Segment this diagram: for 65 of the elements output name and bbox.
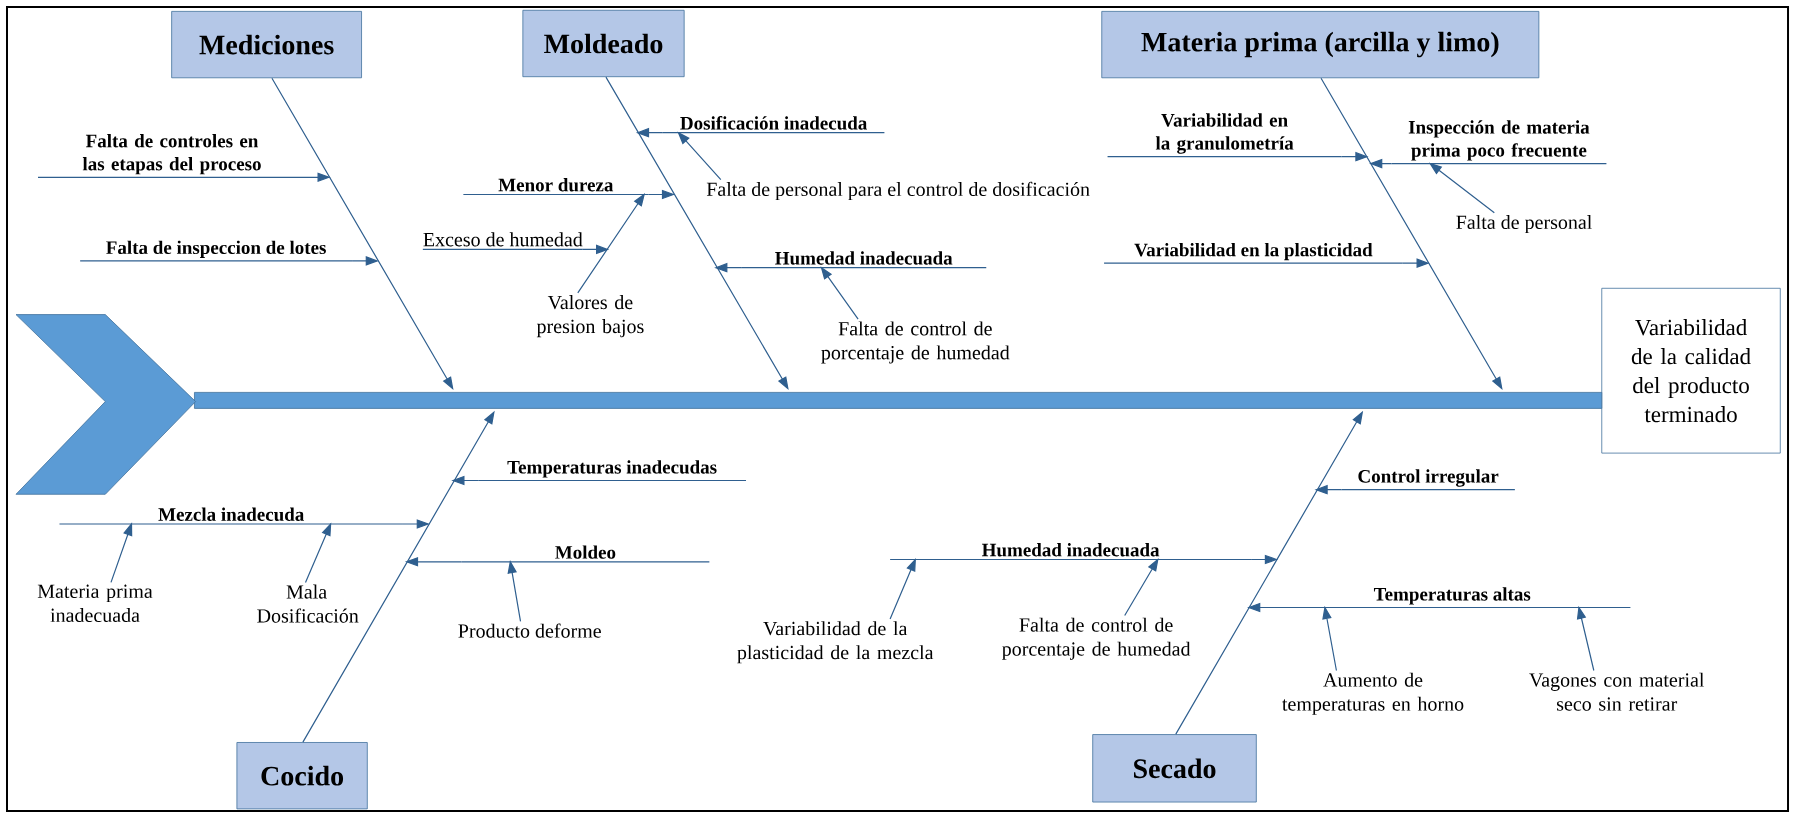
- arrow: [582, 244, 609, 255]
- arrow: [351, 256, 378, 266]
- fish-tail: [15, 314, 196, 495]
- arrow: [406, 556, 463, 567]
- arrow: [402, 519, 429, 529]
- spine-bar: [194, 392, 1603, 409]
- arrow: [304, 523, 332, 583]
- bone-arrow: [271, 77, 454, 390]
- sub-cause-label: Falta de personal para el control de dosificación: [706, 181, 1090, 201]
- category-box: Mediciones: [171, 11, 362, 79]
- arrow: [507, 561, 522, 622]
- bone-arrow: [302, 411, 495, 743]
- cause-label: Moldeo: [460, 545, 710, 563]
- arrow: [305, 172, 330, 183]
- cause-label: Mezcla inadecuda: [58, 507, 404, 525]
- arrow: [1402, 258, 1429, 268]
- arrow: [1341, 152, 1368, 162]
- sub-cause-label: Exceso de humedad: [422, 232, 584, 250]
- arrow: [889, 558, 916, 620]
- sub-cause-label: Aumento de temperaturas en horno: [1282, 672, 1464, 715]
- arrow: [577, 193, 645, 294]
- category-box: Materia prima (arcilla y limo): [1101, 11, 1540, 79]
- sub-cause-label: Vagones con material seco sin retirar: [1529, 672, 1705, 711]
- cause-label: Humedad inadecuada: [740, 251, 987, 269]
- bone-arrow: [605, 76, 789, 390]
- sub-cause-label: Producto deforme: [458, 623, 601, 638]
- arrow: [1250, 554, 1277, 565]
- arrow: [1315, 484, 1342, 495]
- category-box: Secado: [1092, 734, 1257, 803]
- arrow: [1429, 163, 1495, 214]
- arrow: [647, 189, 674, 200]
- sub-cause-label: Falta de control de porcentaje de humedad: [821, 321, 1010, 364]
- cause-label: Temperaturas inadecudas: [477, 460, 747, 482]
- cause-label: Menor dureza: [462, 178, 649, 196]
- sub-cause-label: Valores de presion bajos: [536, 295, 644, 338]
- arrow: [1124, 558, 1159, 617]
- arrow: [452, 475, 479, 486]
- bone-arrow: [1320, 77, 1503, 390]
- arrow: [715, 262, 742, 273]
- cause-label: Falta de controles en las etapas del proceso: [37, 134, 307, 178]
- arrow: [1576, 606, 1595, 672]
- sub-cause-label: Falta de personal: [1456, 215, 1592, 234]
- arrow: [110, 523, 133, 583]
- bone-arrow: [1175, 411, 1363, 735]
- cause-label: Control irregular: [1340, 469, 1516, 491]
- effect-box: Variabilidad de la calidad del producto terminado: [1601, 287, 1781, 454]
- cause-label: Humedad inadecuada: [889, 543, 1252, 561]
- arrow: [677, 132, 722, 181]
- cause-label: Falta de inspeccion de lotes: [79, 240, 353, 262]
- category-box: Moldeado: [522, 9, 685, 78]
- sub-cause-label: Falta de control de porcentaje de humedad: [1002, 617, 1191, 660]
- cause-label: Variabilidad en la granulometría: [1106, 113, 1343, 158]
- cause-label: Temperaturas altas: [1273, 587, 1631, 609]
- arrow: [637, 127, 664, 138]
- sub-cause-label: Materia prima inadecuada: [37, 584, 153, 623]
- arrow: [1370, 158, 1392, 169]
- sub-cause-label: Variabilidad de la plasticidad de la mezcla: [737, 621, 934, 664]
- cause-label: Variabilidad en la plasticidad: [1103, 242, 1404, 264]
- cause-label: Inspección de materia prima poco frecuente: [1390, 120, 1607, 165]
- arrow: [1322, 606, 1337, 672]
- category-box: Cocido: [236, 742, 368, 810]
- cause-label: Dosificación inadecuda: [662, 116, 885, 134]
- arrow: [1248, 602, 1275, 613]
- arrow: [820, 267, 859, 320]
- sub-cause-label: Mala Dosificación: [257, 584, 359, 623]
